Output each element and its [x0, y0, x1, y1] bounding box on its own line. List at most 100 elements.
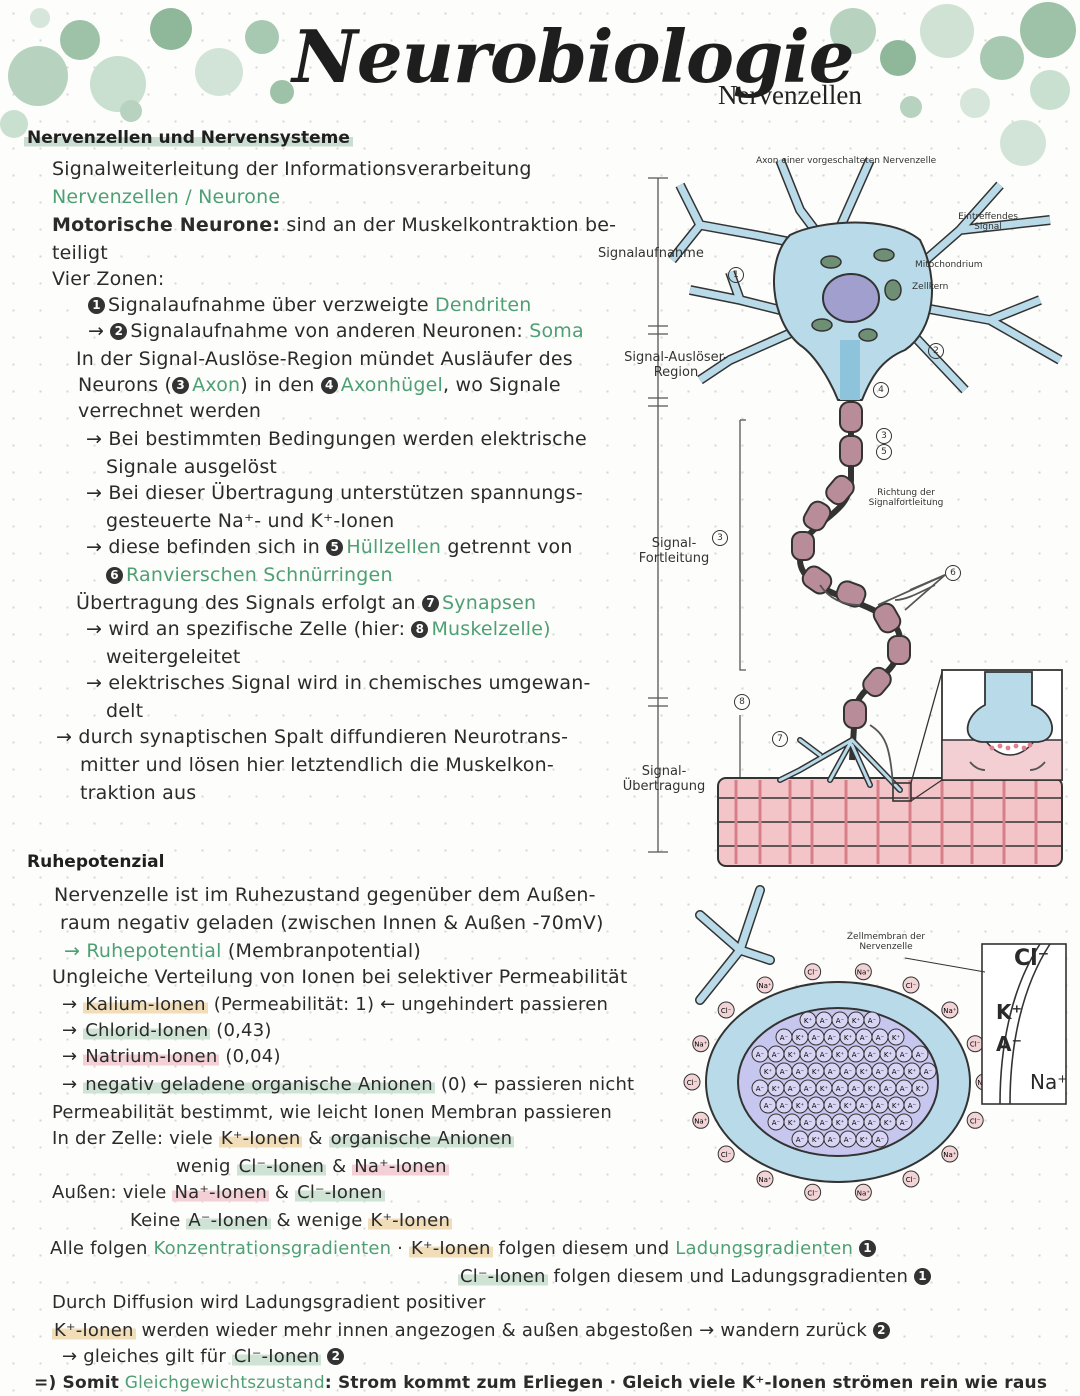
ion-circle-label: A⁻ [860, 1034, 869, 1042]
ion-circle [903, 1096, 921, 1114]
ion-circle [756, 976, 774, 994]
label-richtung: Richtung der Signalfortleitung [868, 488, 944, 508]
ion-circle-label: Na⁺ [857, 1189, 871, 1197]
ion-circle-label: K⁺ [836, 1051, 845, 1059]
ion-circle [854, 963, 872, 981]
text-line: Cl⁻-Ionen folgen diesem und Ladungsgradi… [458, 1264, 934, 1290]
ion-circle-label: K⁺ [844, 1034, 853, 1042]
ion-circle-label: A⁻ [860, 1102, 869, 1110]
ion-circle-label: Cl⁻ [721, 1007, 732, 1015]
ion-circle-label: K⁺ [796, 1102, 805, 1110]
ion-circle-label: A⁻ [884, 1085, 893, 1093]
text-line: Außen: viele Na⁺-Ionen & Cl⁻-Ionen [52, 1182, 385, 1203]
ion-circle-label: K⁺ [844, 1102, 853, 1110]
text-line: Nervenzelle ist im Ruhezustand gegenüber… [54, 884, 596, 906]
ion-circle-label: A⁻ [804, 1085, 813, 1093]
zone-label-fortleitung: Signal-Fortleitung [638, 536, 710, 566]
ion-circle-label: A⁻ [876, 1034, 885, 1042]
ion-circle-label: K⁺ [860, 1136, 869, 1144]
text-line: → Bei dieser Übertragung unterstützen sp… [86, 482, 583, 504]
page-subtitle: Nervenzellen [718, 80, 862, 110]
ion-circle [863, 1011, 881, 1029]
ion-circle-label: A⁻ [852, 1051, 861, 1059]
ion-circle-label: A⁻ [836, 1017, 845, 1025]
text-line: Vier Zonen: [52, 268, 165, 290]
ion-circle [756, 1170, 774, 1188]
ion-circle-label: Cl⁻ [721, 1151, 732, 1159]
text-line: → gleiches gilt für Cl⁻-Ionen 2 [62, 1344, 347, 1370]
ion-circle-label: A⁻ [844, 1136, 853, 1144]
text-line: → elektrisches Signal wird in chemisches… [86, 672, 591, 694]
text-line: → Chlorid-Ionen (0,43) [62, 1020, 272, 1041]
ion-circle-label: A⁻ [812, 1034, 821, 1042]
number-badge: 2 [327, 1348, 345, 1365]
ion-circle [717, 1001, 735, 1019]
ion-circle-label: Cl⁻ [807, 1189, 818, 1197]
ion-circle-label: K⁺ [788, 1119, 797, 1127]
ion-circle-label: A⁻ [828, 1136, 837, 1144]
ion-circle-label: A⁻ [852, 1085, 861, 1093]
ion-circle-label: A⁻ [868, 1051, 877, 1059]
ion-circle-label: K⁺ [796, 1034, 805, 1042]
number-badge: 4 [320, 377, 338, 394]
text-line: → negativ geladene organische Anionen (0… [62, 1074, 635, 1095]
ion-circle-label: K⁺ [804, 1017, 813, 1025]
ion-circle-label: K⁺ [860, 1068, 869, 1076]
ion-circle-label: K⁺ [836, 1119, 845, 1127]
neuron-illustration [648, 157, 1063, 867]
text-line: → Bei bestimmten Bedingungen werden elek… [86, 428, 587, 450]
ion-circle-label: K⁺ [812, 1136, 821, 1144]
ion-circle-label: A⁻ [764, 1102, 773, 1110]
ion-circle [941, 1145, 959, 1163]
ion-circle-label: A⁻ [852, 1119, 861, 1127]
ion-circle [941, 1001, 959, 1019]
number-badge: 2 [110, 323, 128, 340]
ion-circle-label: K⁺ [788, 1051, 797, 1059]
text-line: Signale ausgelöst [106, 456, 278, 478]
ion-circle-label: Na⁺ [758, 982, 772, 990]
ion-circle-label: A⁻ [788, 1085, 797, 1093]
ion-circle-label: K⁺ [892, 1034, 901, 1042]
ion-circle-label: A⁻ [780, 1034, 789, 1042]
label-zellkern: Zellkern [912, 282, 949, 292]
text-line: weitergeleitet [106, 646, 241, 668]
number-badge: 2 [872, 1322, 890, 1339]
text-line: traktion aus [80, 782, 197, 804]
ion-circle-label: Na⁺ [943, 1151, 957, 1159]
ion-circle-label: A⁻ [916, 1051, 925, 1059]
text-line: → Natrium-Ionen (0,04) [62, 1046, 281, 1067]
ion-circle [871, 1130, 889, 1148]
ion-circle-label: K⁺ [892, 1102, 901, 1110]
text-line: Alle folgen Konzentrationsgradienten · K… [50, 1236, 879, 1262]
text-line: delt [106, 700, 144, 722]
ion-circle-label: Na⁺ [857, 969, 871, 977]
ion-circle-label: K⁺ [812, 1068, 821, 1076]
ion-circle [692, 1035, 710, 1053]
ion-circle-label: A⁻ [772, 1051, 781, 1059]
text-line: wenig Cl⁻-Ionen & Na⁺-Ionen [176, 1156, 449, 1177]
ion-circle-label: A⁻ [796, 1068, 805, 1076]
zoom-k-label: K⁺ [996, 1000, 1023, 1024]
ion-circle-label: A⁻ [796, 1136, 805, 1144]
label-zellmembran: Zellmembran der Nervenzelle [846, 932, 926, 952]
ion-circle-label: A⁻ [844, 1068, 853, 1076]
ion-circle [966, 1111, 984, 1129]
ion-circle-label: Cl⁻ [970, 1041, 981, 1049]
ion-circle [854, 1183, 872, 1201]
text-line: → durch synaptischen Spalt diffundieren … [56, 726, 569, 748]
text-line: Motorische Neurone: sind an der Muskelko… [52, 214, 617, 236]
zoom-a-label: A⁻ [996, 1032, 1023, 1056]
ion-circle-label: Cl⁻ [807, 969, 818, 977]
text-line: Permeabilität bestimmt, wie leicht Ionen… [52, 1102, 612, 1123]
ion-circle-label: Na⁺ [758, 1176, 772, 1184]
number-badge: 7 [422, 595, 439, 612]
text-line: =) Somit Gleichgewichtszustand: Strom ko… [34, 1373, 1048, 1393]
text-line: → Kalium-Ionen (Permeabilität: 1) ← unge… [62, 994, 609, 1015]
ion-circle-label: A⁻ [876, 1102, 885, 1110]
ion-circle [692, 1111, 710, 1129]
ion-circle-label: A⁻ [892, 1068, 901, 1076]
